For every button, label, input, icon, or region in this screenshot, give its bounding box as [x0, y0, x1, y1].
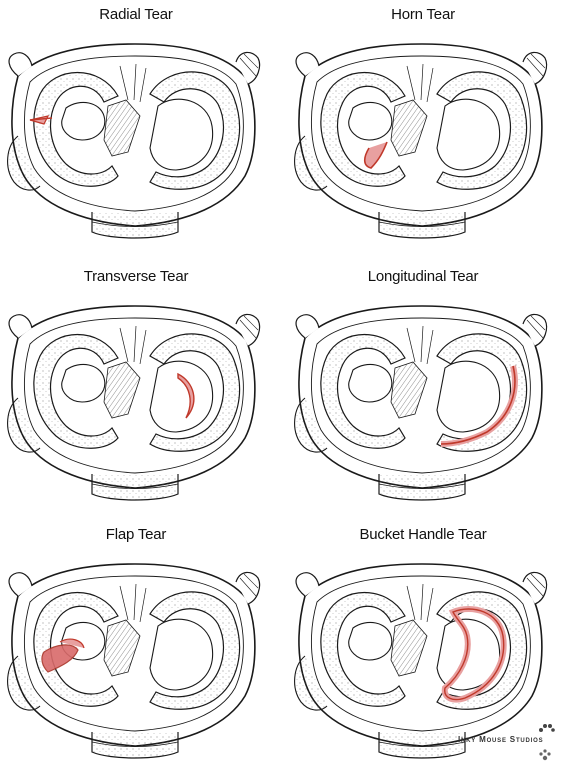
panel-transverse-tear: Transverse Tear [0, 262, 272, 520]
panel-title: Longitudinal Tear [287, 268, 559, 285]
paw-print-icon [537, 722, 555, 736]
panel-longitudinal-tear: Longitudinal Tear [287, 262, 559, 520]
knee-diagram [287, 36, 557, 248]
panel-title: Transverse Tear [0, 268, 272, 285]
panel-title: Horn Tear [287, 6, 559, 23]
knee-diagram [0, 36, 270, 248]
panel-title: Radial Tear [0, 6, 272, 23]
knee-diagram [0, 556, 270, 768]
paw-print-icon [538, 748, 552, 762]
studio-credit: Inky Mouse Studios [458, 735, 543, 744]
knee-diagram [0, 298, 270, 510]
knee-diagram [287, 298, 557, 510]
panel-horn-tear: Horn Tear [287, 0, 559, 258]
panel-flap-tear: Flap Tear [0, 520, 272, 778]
panel-radial-tear: Radial Tear [0, 0, 272, 258]
panel-title: Flap Tear [0, 526, 272, 543]
panel-title: Bucket Handle Tear [287, 526, 559, 543]
